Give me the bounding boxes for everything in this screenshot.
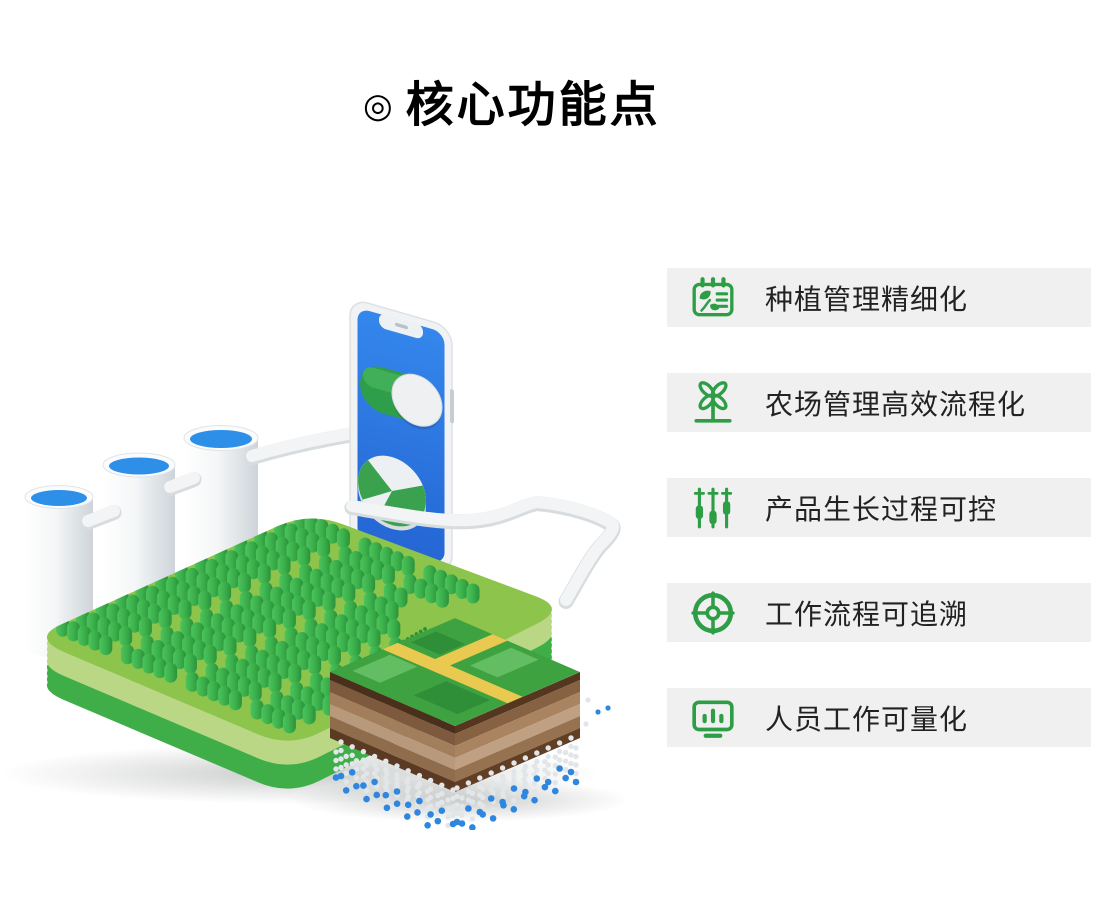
feature-label: 产品生长过程可控: [765, 493, 998, 525]
page-title: ◎ 核心功能点: [363, 79, 661, 133]
page-title-text: 核心功能点: [405, 79, 661, 132]
feature-label: 工作流程可追溯: [765, 598, 969, 630]
feature-row-planting: 种植管理精细化: [667, 268, 1091, 327]
irrigation-pipe-loop: [344, 496, 621, 609]
phone-side-button: [450, 389, 454, 424]
feature-row-growth-control: 产品生长过程可控: [667, 478, 1091, 537]
feature-label: 种植管理精细化: [765, 283, 969, 315]
soil-block: [330, 618, 611, 830]
feature-row-quantify: 人员工作可量化: [667, 688, 1091, 747]
feature-label: 人员工作可量化: [765, 703, 969, 735]
windmill-icon: [694, 380, 732, 423]
soil-layers: [330, 672, 580, 792]
target-icon: [691, 590, 735, 635]
feature-label: 农场管理高效流程化: [765, 388, 1027, 420]
farm-illustration: [0, 301, 630, 830]
feature-row-traceability: 工作流程可追溯: [667, 583, 1091, 642]
monitor-chart-icon: [692, 699, 734, 738]
farm-plots: [330, 618, 580, 726]
sliders-icon: [693, 487, 733, 528]
toggle-switch: [360, 366, 443, 430]
phone-illustration: [349, 301, 454, 571]
bullseye-icon: ◎: [363, 87, 393, 126]
feature-row-farm-process: 农场管理高效流程化: [667, 373, 1091, 432]
irrigation-droplets: [332, 697, 611, 830]
calendar-leaf-icon: [692, 276, 734, 316]
